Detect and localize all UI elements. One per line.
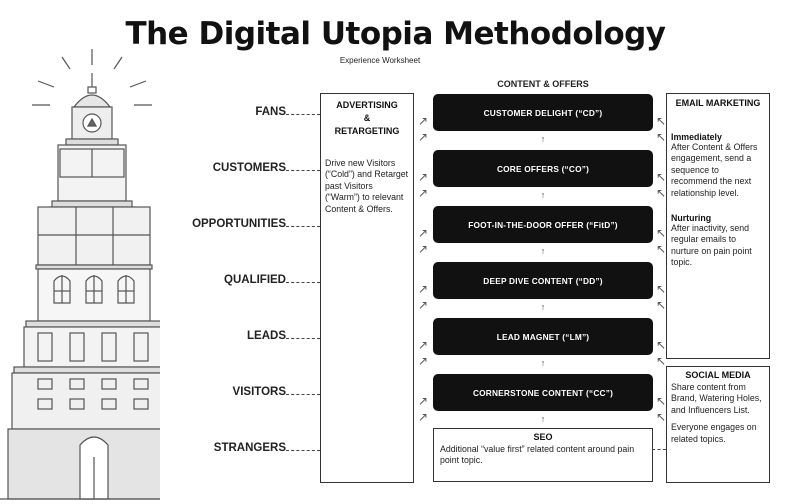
up-arrow-icon: ↑ [540,246,546,256]
stage-connector [286,338,320,339]
seo-body: Additional “value first” related content… [440,444,635,466]
stage-connector [286,450,320,451]
advertising-heading-line2: & [363,113,371,123]
offer-cornerstone-content: CORNERSTONE CONTENT (“CC”) [433,374,653,411]
stage-label-customers: CUSTOMERS [212,162,286,174]
social-media-body2: Everyone engages on related topics. [671,422,757,444]
email-marketing-heading: EMAIL MARKETING [675,98,761,108]
social-media-heading: SOCIAL MEDIA [685,370,751,380]
stage-label-visitors: VISITORS [232,386,286,398]
seo-heading: SEO [533,432,553,442]
stage-connector [286,282,320,283]
email-immediately-heading: Immediately [671,132,722,142]
seo-social-connector [652,449,666,450]
offer-foot-in-the-door: FOOT-IN-THE-DOOR OFFER (“FitD”) [433,206,653,243]
up-arrow-icon: ↑ [540,190,546,200]
email-immediately-body: After Content & Offers engagement, send … [671,142,758,198]
stage-connector [286,394,320,395]
diagonal-arrow-icon: ↗ [418,242,429,256]
seo-box: SEO Additional “value first” related con… [433,428,653,482]
diagonal-arrow-icon: ↖ [656,130,667,144]
diagonal-arrow-icon: ↗ [418,298,429,312]
social-media-panel: SOCIAL MEDIA Share content from Brand, W… [666,366,770,483]
stage-connector [286,114,320,115]
diagonal-arrow-icon: ↗ [418,354,429,368]
stage-label-qualified: QUALIFIED [224,274,286,286]
content-offers-header: CONTENT & OFFERS [497,79,589,89]
diagonal-arrow-icon: ↖ [656,242,667,256]
email-nurturing-heading: Nurturing [671,213,712,224]
diagonal-arrow-icon: ↖ [656,410,667,424]
advertising-panel: ADVERTISING & RETARGETING Drive new Visi… [320,93,414,483]
social-media-body1: Share content from Brand, Watering Holes… [671,382,762,415]
diagonal-arrow-icon: ↗ [418,130,429,144]
up-arrow-icon: ↑ [540,414,546,424]
up-arrow-icon: ↑ [540,302,546,312]
up-arrow-icon: ↑ [540,358,546,368]
offer-customer-delight: CUSTOMER DELIGHT (“CD”) [433,94,653,131]
stage-label-fans: FANS [255,106,286,118]
diagonal-arrow-icon: ↗ [418,338,429,352]
diagonal-arrow-icon: ↖ [656,114,667,128]
diagonal-arrow-icon: ↗ [418,226,429,240]
offer-lead-magnet: LEAD MAGNET (“LM”) [433,318,653,355]
offer-deep-dive: DEEP DIVE CONTENT (“DD”) [433,262,653,299]
diagonal-arrow-icon: ↖ [656,338,667,352]
stage-label-strangers: STRANGERS [213,442,286,454]
email-marketing-panel: EMAIL MARKETING Immediately After Conten… [666,93,770,359]
diagonal-arrow-icon: ↗ [418,114,429,128]
page-title: The Digital Utopia Methodology [125,16,666,52]
diagonal-arrow-icon: ↗ [418,282,429,296]
diagonal-arrow-icon: ↗ [418,394,429,408]
diagonal-arrow-icon: ↗ [418,186,429,200]
stage-connector [286,170,320,171]
page-subtitle: Experience Worksheet [339,56,421,65]
advertising-heading-line1: ADVERTISING [336,100,398,110]
building-illustration [0,49,160,500]
diagonal-arrow-icon: ↖ [656,186,667,200]
up-arrow-icon: ↑ [540,134,546,144]
email-nurturing-body: After inactivity, send regular emails to… [671,223,752,268]
diagonal-arrow-icon: ↖ [656,226,667,240]
diagonal-arrow-icon: ↖ [656,354,667,368]
stage-connector [286,226,320,227]
diagonal-arrow-icon: ↗ [418,410,429,424]
diagonal-arrow-icon: ↖ [656,298,667,312]
diagonal-arrow-icon: ↖ [656,170,667,184]
advertising-heading-line3: RETARGETING [334,126,400,136]
diagonal-arrow-icon: ↖ [656,394,667,408]
diagonal-arrow-icon: ↗ [418,170,429,184]
offer-core-offers: CORE OFFERS (“CO”) [433,150,653,187]
stage-label-leads: LEADS [247,330,286,342]
stage-label-opportunities: OPPORTUNITIES [192,218,286,230]
advertising-body: Drive new Visitors (“Cold”) and Retarget… [325,158,409,214]
diagonal-arrow-icon: ↖ [656,282,667,296]
